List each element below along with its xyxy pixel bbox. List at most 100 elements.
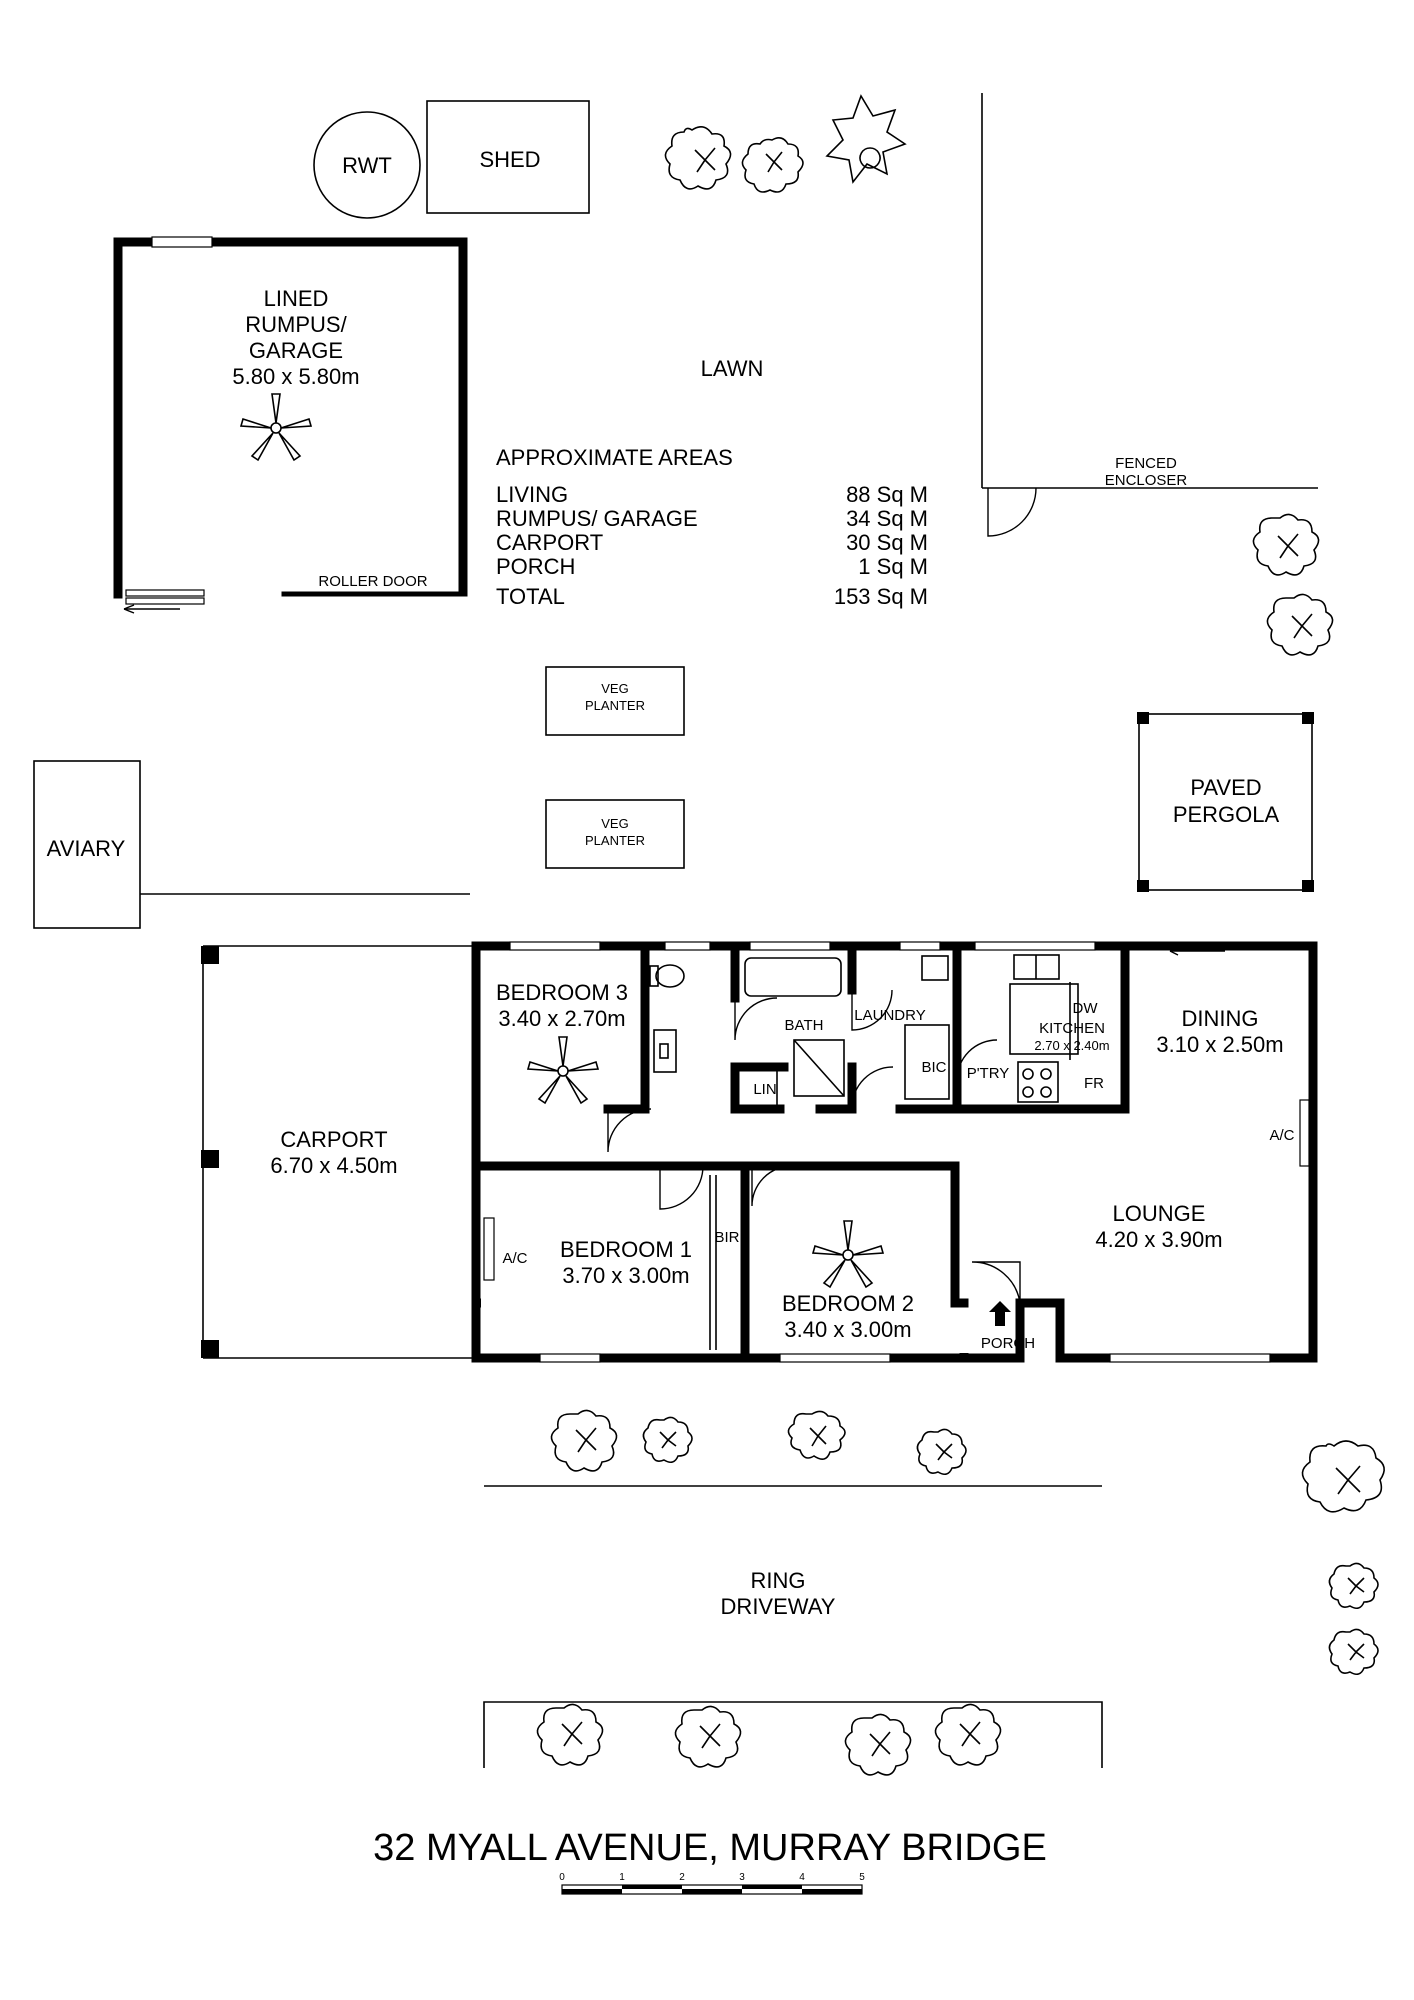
tree-icon xyxy=(1328,1562,1379,1610)
address-title: 32 MYALL AVENUE, MURRAY BRIDGE xyxy=(373,1827,1047,1869)
fenced-label-1: FENCED xyxy=(1115,455,1177,472)
bic-cupboard xyxy=(904,1024,950,1100)
area-row-name: LIVING xyxy=(496,482,568,507)
tree-icon xyxy=(1252,513,1320,576)
lounge-dims: 4.20 x 3.90m xyxy=(1095,1227,1222,1252)
kitchen-dims: 2.70 x 2.40m xyxy=(1034,1038,1109,1053)
laundry-label: LAUNDRY xyxy=(854,1007,925,1024)
lounge-label: LOUNGE xyxy=(1113,1201,1206,1226)
carport-label: CARPORT xyxy=(280,1127,387,1152)
garage-label-3: GARAGE xyxy=(249,338,343,363)
vanity xyxy=(653,1029,677,1073)
garage-dims: 5.80 x 5.80m xyxy=(232,364,359,389)
area-row-name: RUMPUS/ GARAGE xyxy=(496,506,698,531)
scale-tick-label: 3 xyxy=(739,1872,745,1883)
bedroom3-dims: 3.40 x 2.70m xyxy=(498,1006,625,1031)
kitchen-label: KITCHEN xyxy=(1039,1020,1105,1037)
bedroom2-dims: 3.40 x 3.00m xyxy=(784,1317,911,1342)
porch-label: PORCH xyxy=(981,1335,1035,1352)
tree-icon xyxy=(787,1410,846,1460)
tree-icon xyxy=(741,136,804,193)
tree-icon xyxy=(934,1703,1002,1766)
dishwasher-label: DW xyxy=(1073,1000,1099,1017)
tree-icon xyxy=(536,1703,604,1766)
ceiling-fan-icon xyxy=(811,1220,885,1289)
doors xyxy=(607,946,1225,1350)
pantry-label: P'TRY xyxy=(967,1065,1010,1082)
entry-arrow-icon xyxy=(989,1301,1011,1326)
shed-label: SHED xyxy=(479,147,540,172)
scale-tick-label: 0 xyxy=(559,1872,565,1883)
tree-icon xyxy=(1301,1440,1385,1513)
roller-door-label: ROLLER DOOR xyxy=(318,573,427,590)
tree-icons xyxy=(536,94,1385,1776)
bath-label: BATH xyxy=(785,1017,824,1034)
pergola-label-1: PAVED xyxy=(1190,775,1261,800)
bedroom3-label: BEDROOM 3 xyxy=(496,980,628,1005)
area-row-name: CARPORT xyxy=(496,530,603,555)
veg-planter-2: VEG PLANTER xyxy=(545,799,685,869)
carport xyxy=(201,945,476,1359)
area-row-value: 34 Sq M xyxy=(846,506,928,531)
fence xyxy=(140,93,1318,895)
bedroom1-ac-label: A/C xyxy=(502,1250,527,1267)
laundry-trough xyxy=(921,955,949,981)
interior-walls xyxy=(471,941,1318,1363)
scale-tick-label: 1 xyxy=(619,1872,625,1883)
aviary: AVIARY xyxy=(33,760,141,929)
fenced-label-2: ENCLOSER xyxy=(1105,472,1188,489)
veg-planter-label: PLANTER xyxy=(585,698,645,713)
area-row-name: PORCH xyxy=(496,554,575,579)
tree-icon xyxy=(642,1416,693,1464)
shower xyxy=(793,1039,845,1097)
tree-icon xyxy=(916,1428,967,1476)
fridge-label: FR xyxy=(1084,1075,1104,1092)
scale-tick-label: 2 xyxy=(679,1872,685,1883)
tree-icon xyxy=(844,1713,912,1776)
areas-table: APPROXIMATE AREAS LIVING 88 Sq M RUMPUS/… xyxy=(496,445,928,609)
area-total-name: TOTAL xyxy=(496,584,565,609)
area-row-value: 1 Sq M xyxy=(858,554,928,579)
garage-window xyxy=(151,236,213,248)
aviary-label: AVIARY xyxy=(47,836,126,861)
bic-label: BIC xyxy=(921,1059,946,1076)
areas-title: APPROXIMATE AREAS xyxy=(496,445,733,470)
bedroom2-label: BEDROOM 2 xyxy=(782,1291,914,1316)
fixtures xyxy=(649,954,1079,1103)
ceiling-fan-icon xyxy=(526,1036,600,1105)
dining-dims: 3.10 x 2.50m xyxy=(1156,1032,1283,1057)
paved-pergola: PAVED PERGOLA xyxy=(1137,712,1314,892)
area-row-value: 88 Sq M xyxy=(846,482,928,507)
bir-label: BIR xyxy=(714,1229,739,1246)
tree-icon xyxy=(674,1705,742,1768)
linen-label: LIN xyxy=(753,1081,776,1098)
scale-tick-label: 5 xyxy=(859,1872,865,1883)
rwt-label: RWT xyxy=(342,153,392,178)
pergola-label-2: PERGOLA xyxy=(1173,802,1280,827)
ring-driveway xyxy=(483,1485,1103,1768)
bedroom1-dims: 3.70 x 3.00m xyxy=(562,1263,689,1288)
toilet xyxy=(655,964,685,988)
tree-icon xyxy=(825,94,907,184)
tree-icon xyxy=(664,126,732,190)
tree-icon xyxy=(550,1409,618,1472)
lawn-label: LAWN xyxy=(701,356,764,381)
cooktop-icon xyxy=(1017,1061,1059,1103)
bedroom1-label: BEDROOM 1 xyxy=(560,1237,692,1262)
lounge-ac-label: A/C xyxy=(1269,1127,1294,1144)
area-total-value: 153 Sq M xyxy=(834,584,928,609)
shed: SHED xyxy=(426,100,590,214)
linen-cupboard xyxy=(734,1069,778,1107)
tree-icon xyxy=(1328,1628,1379,1676)
bathtub xyxy=(744,957,842,997)
rainwater-tank: RWT xyxy=(313,111,421,219)
scale-bar: 0 1 2 3 4 5 xyxy=(559,1872,865,1895)
area-row-value: 30 Sq M xyxy=(846,530,928,555)
driveway-label-1: RING xyxy=(751,1568,806,1593)
veg-planter-label: VEG xyxy=(601,816,628,831)
veg-planter-label: PLANTER xyxy=(585,833,645,848)
garage-label-1: LINED xyxy=(264,286,329,311)
driveway-label-2: DRIVEWAY xyxy=(721,1594,836,1619)
garage xyxy=(113,236,468,614)
windows xyxy=(483,941,1310,1363)
